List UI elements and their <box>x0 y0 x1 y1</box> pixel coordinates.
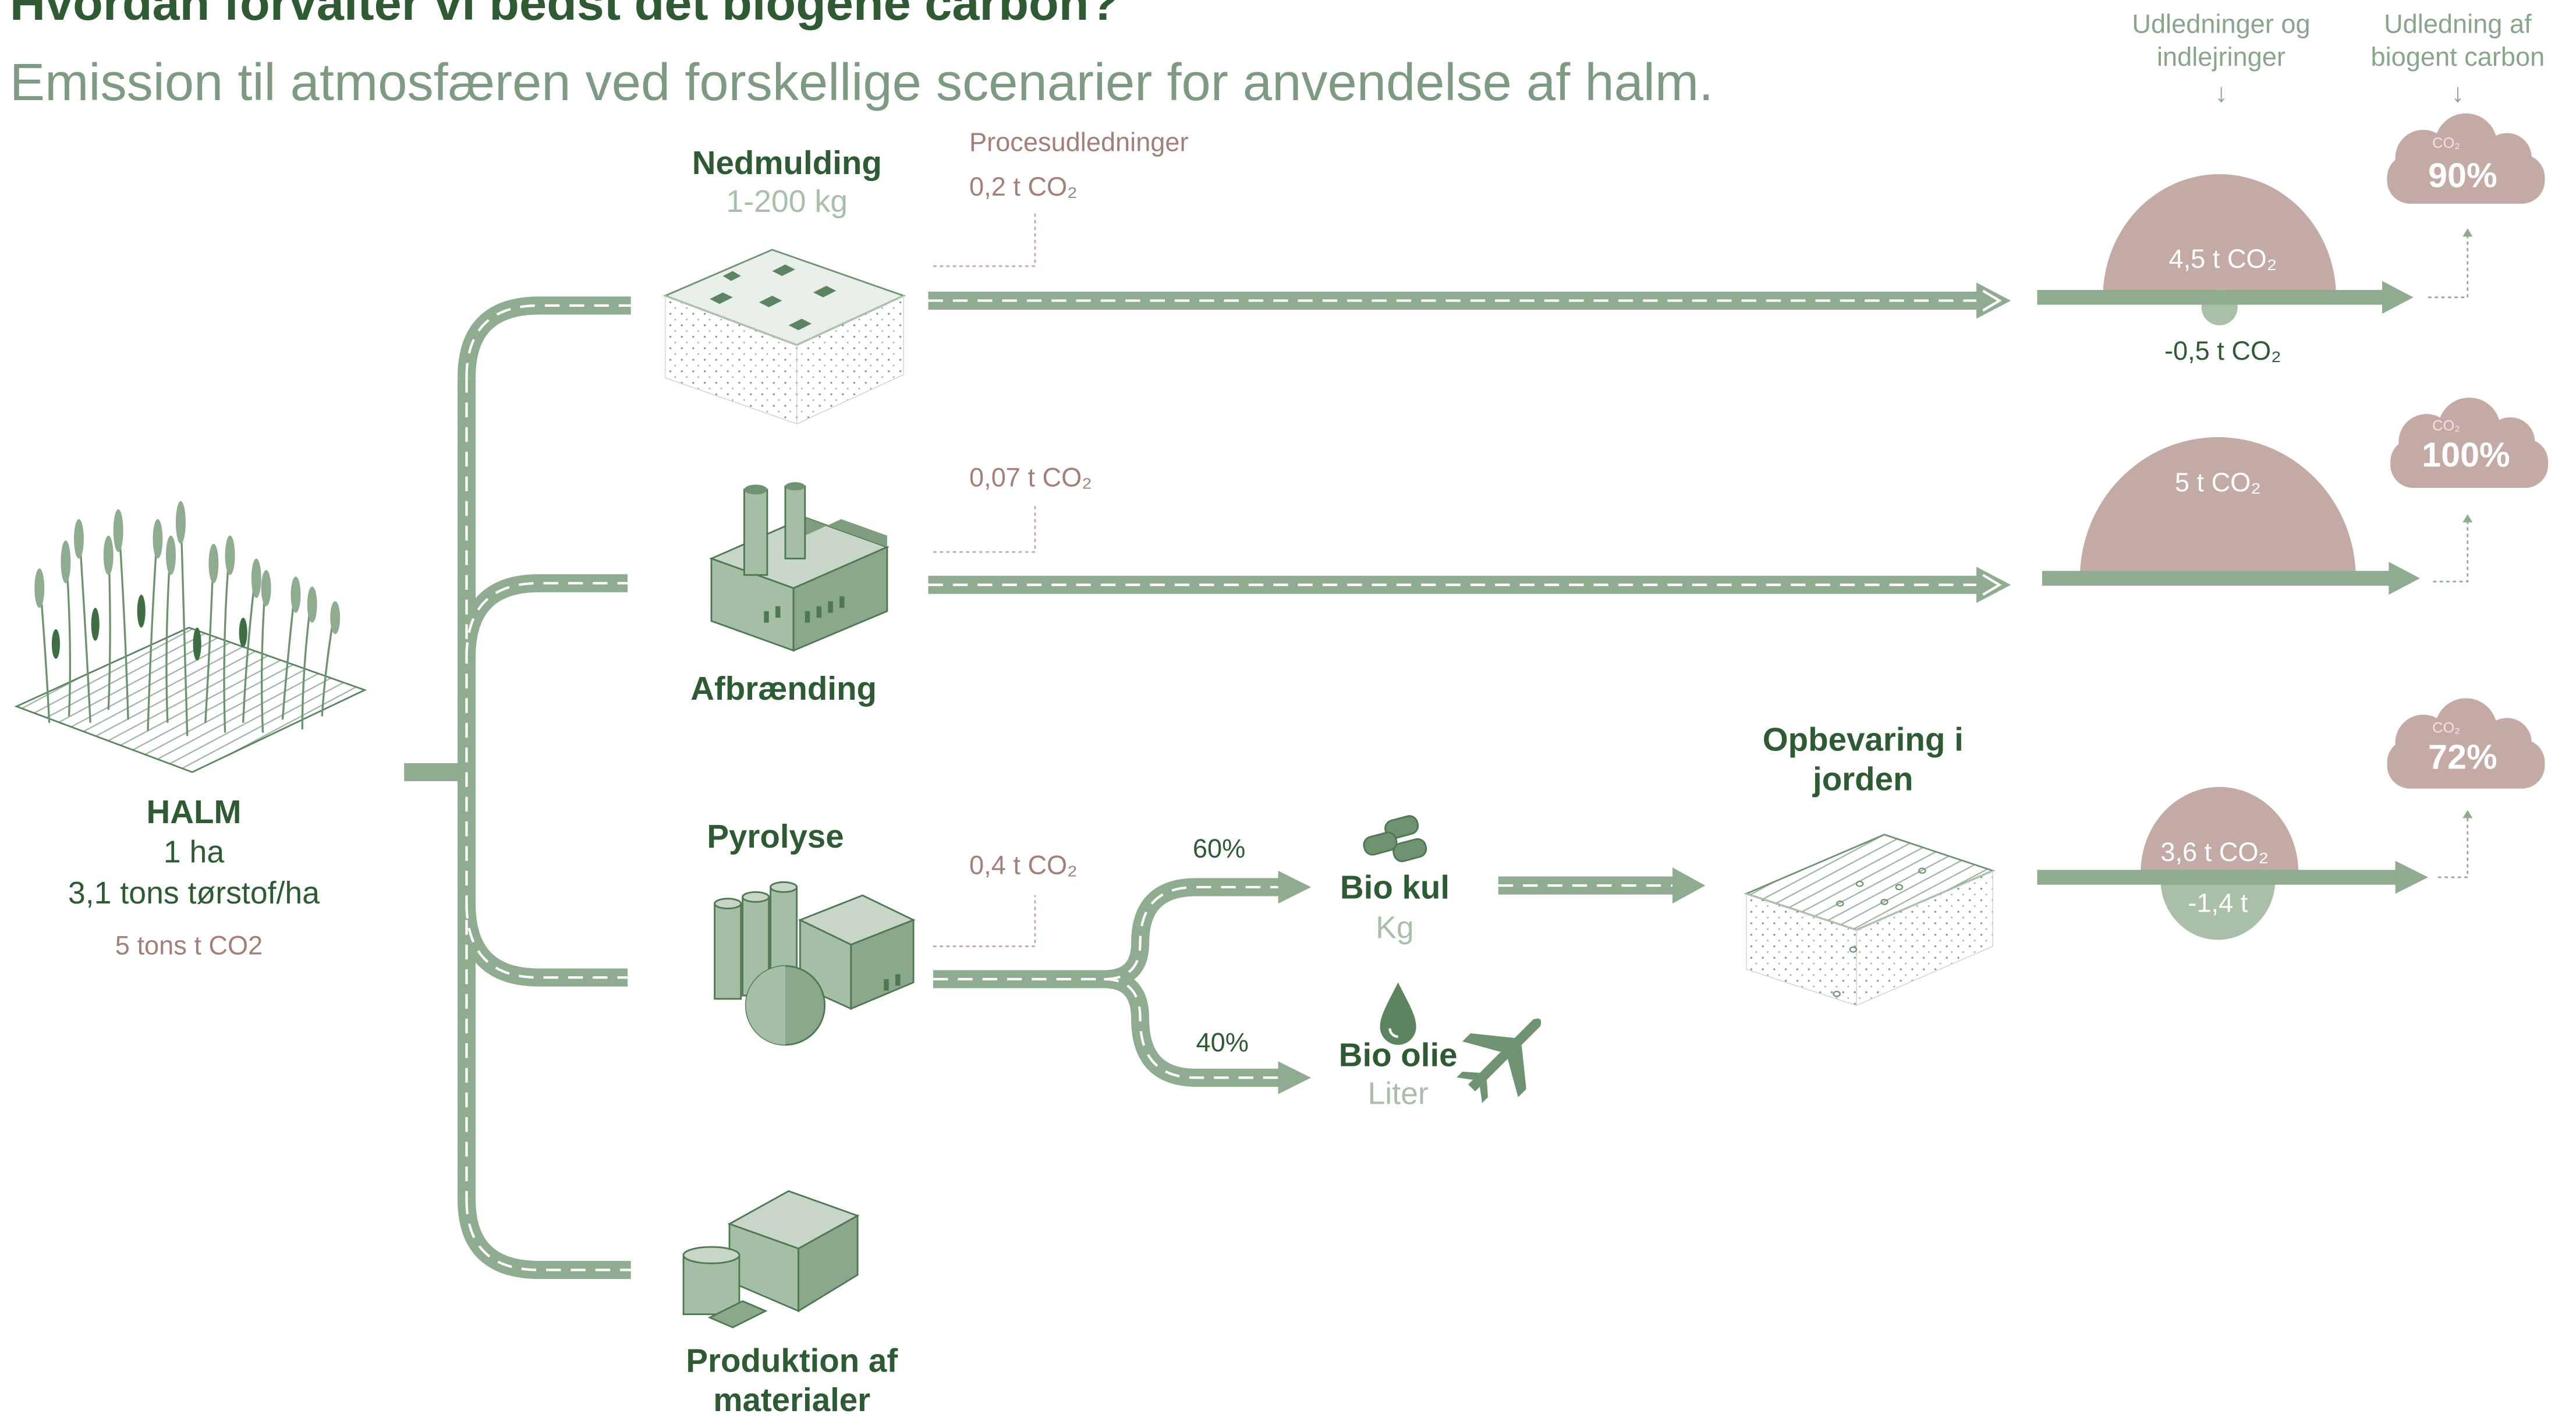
airplane-icon <box>1457 1018 1542 1103</box>
biochar-share: 60% <box>1192 836 1246 864</box>
power-plant-icon <box>709 482 890 652</box>
biooil-label: Bio olie <box>1338 1038 1458 1075</box>
halm-co2: 5 tons t CO2 <box>115 933 263 961</box>
soil-storage-icon <box>1744 834 1996 1007</box>
scenario-pyrolyse: Pyrolyse <box>707 820 844 856</box>
soil-mulching-icon <box>663 249 906 425</box>
emission-clouds <box>2387 113 2549 789</box>
biochar-label: Bio kul <box>1340 870 1450 907</box>
biochar-unit: Kg <box>1376 912 1414 947</box>
halm-yield: 3,1 tons tørstof/ha <box>68 877 320 912</box>
arrow-down-icon: ↓ <box>2214 80 2228 109</box>
page-title: Hvordan forvalter vi bedst det biogene c… <box>9 0 1119 31</box>
scenario-nedmulding-sub: 1-200 kg <box>726 185 848 221</box>
biochar-icon <box>1363 815 1427 862</box>
distribution-paths <box>404 296 631 1280</box>
process-nedmulding: 0,2 t CO₂ <box>969 174 1078 203</box>
cloud-co2-label: CO₂ <box>2432 720 2461 736</box>
halm-area: 1 ha <box>163 836 225 871</box>
page-subtitle: Emission til atmosfæren ved forskellige … <box>9 52 1714 112</box>
pyrolysis-plant-icon <box>714 881 916 1046</box>
emission-pyrolyse: 3,6 t CO₂ <box>2160 839 2269 868</box>
flow-arrows <box>928 282 2011 1094</box>
scenario-afbraending: Afbrænding <box>690 672 877 708</box>
biooil-unit: Liter <box>1367 1078 1429 1112</box>
cloud-co2-label: CO₂ <box>2432 417 2461 434</box>
oil-drop-icon <box>1380 982 1416 1045</box>
cloud-pct-nedmulding: 90% <box>2428 157 2497 196</box>
arrow-down-icon: ↓ <box>2451 80 2465 109</box>
emission-nedmulding: 4,5 t CO₂ <box>2168 246 2277 275</box>
materials-factory-icon <box>682 1190 860 1328</box>
halm-title: HALM <box>146 795 242 831</box>
process-pyrolyse: 0,4 t CO₂ <box>969 852 1078 881</box>
cloud-pct-pyrolyse: 72% <box>2428 739 2497 777</box>
process-label: Procesudledninger <box>969 129 1189 158</box>
emission-domes <box>2079 174 2356 940</box>
emission-afbraending: 5 t CO₂ <box>2174 470 2261 498</box>
uptake-nedmulding: -0,5 t CO₂ <box>2164 338 2281 367</box>
wheat-field-icon <box>14 501 367 773</box>
biooil-share: 40% <box>1196 1030 1249 1058</box>
scenario-nedmulding: Nedmulding <box>692 146 882 183</box>
cloud-co2-label: CO₂ <box>2432 134 2461 151</box>
process-afbraending: 0,07 t CO₂ <box>969 465 1092 493</box>
cloud-pct-afbraending: 100% <box>2422 437 2510 475</box>
uptake-pyrolyse: -1,4 t <box>2188 890 2248 919</box>
